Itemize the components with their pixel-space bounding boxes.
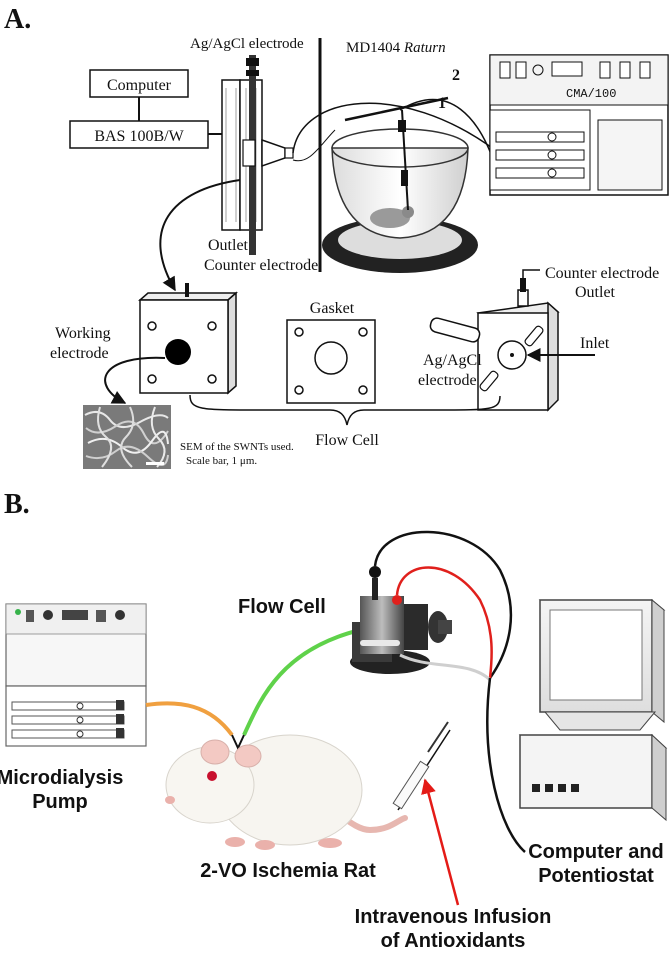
agagcl-electrode-top-label: Ag/AgCl electrode bbox=[190, 36, 304, 52]
working-to-sem-arrow bbox=[104, 356, 166, 404]
iv-label-1: Intravenous Infusion bbox=[355, 906, 552, 928]
tubing-2 bbox=[399, 98, 496, 166]
rat-illustration bbox=[165, 734, 408, 850]
counter-electrode-right-leader bbox=[522, 269, 540, 278]
cell-to-working-arrow bbox=[159, 179, 241, 292]
pump-label-1: Microdialysis bbox=[0, 767, 123, 789]
potentiostat-box bbox=[518, 733, 668, 822]
md1404-label: MD1404 Raturn bbox=[346, 40, 446, 56]
flow-cell-brace bbox=[189, 394, 501, 426]
computer-label-1: Computer and bbox=[528, 841, 664, 863]
computer-cable bbox=[486, 677, 526, 853]
flow-cell-label: Flow Cell bbox=[238, 596, 326, 618]
iv-label-2: of Antioxidants bbox=[381, 930, 526, 952]
agagcl-right-label-2: electrode bbox=[418, 372, 477, 389]
working-label-2: electrode bbox=[50, 345, 109, 362]
bas-label: BAS 100B/W bbox=[94, 128, 184, 145]
working-label-1: Working bbox=[55, 325, 111, 342]
working-electrode-block bbox=[138, 283, 238, 395]
flow-cell-side-view bbox=[221, 55, 294, 255]
counter-electrode-label: Counter electrode bbox=[204, 257, 318, 274]
tubing-1 bbox=[292, 102, 496, 154]
sem-caption-2: Scale bar, 1 μm. bbox=[186, 455, 257, 467]
orange-tubing bbox=[145, 701, 234, 737]
flow-cell-device bbox=[350, 566, 452, 674]
inlet-label: Inlet bbox=[580, 335, 610, 352]
outlet-right-label: Outlet bbox=[575, 284, 616, 301]
gasket bbox=[286, 319, 376, 404]
counter-electrode-right-label: Counter electrode bbox=[545, 265, 659, 282]
cell-bowl-line bbox=[292, 129, 336, 162]
red-wire bbox=[395, 566, 493, 679]
sem-image bbox=[83, 405, 171, 469]
bas-box bbox=[69, 120, 209, 149]
tether-arm bbox=[344, 96, 449, 122]
grey-tubing bbox=[399, 653, 492, 682]
iv-arrow bbox=[421, 778, 460, 906]
microdialysis-pump bbox=[5, 603, 147, 747]
cma100-label: CMA/100 bbox=[566, 87, 616, 101]
black-wire bbox=[373, 530, 513, 679]
rat-label: 2-VO Ischemia Rat bbox=[200, 860, 376, 882]
reference-block bbox=[429, 278, 560, 412]
pump-label-2: Pump bbox=[32, 791, 88, 813]
outlet-label: Outlet bbox=[208, 237, 249, 254]
panel-b-label: B. bbox=[4, 489, 30, 520]
sem-caption-1: SEM of the SWNTs used. bbox=[180, 441, 294, 453]
gasket-label: Gasket bbox=[310, 300, 355, 317]
computer-monitor bbox=[538, 598, 666, 731]
computer-label: Computer bbox=[107, 77, 172, 94]
computer-box bbox=[89, 69, 189, 98]
line-1-label: 1 bbox=[438, 95, 446, 112]
line-2-label: 2 bbox=[452, 67, 460, 84]
green-tubing bbox=[242, 628, 361, 736]
raturn-bowl bbox=[322, 128, 478, 273]
computer-label-2: Potentiostat bbox=[538, 865, 654, 887]
agagcl-right-label-1: Ag/AgCl bbox=[423, 352, 482, 369]
cma100-pump bbox=[489, 54, 669, 196]
syringe bbox=[392, 721, 451, 811]
panel-a-label: A. bbox=[4, 4, 31, 35]
flow-cell-brace-label: Flow Cell bbox=[315, 432, 379, 449]
